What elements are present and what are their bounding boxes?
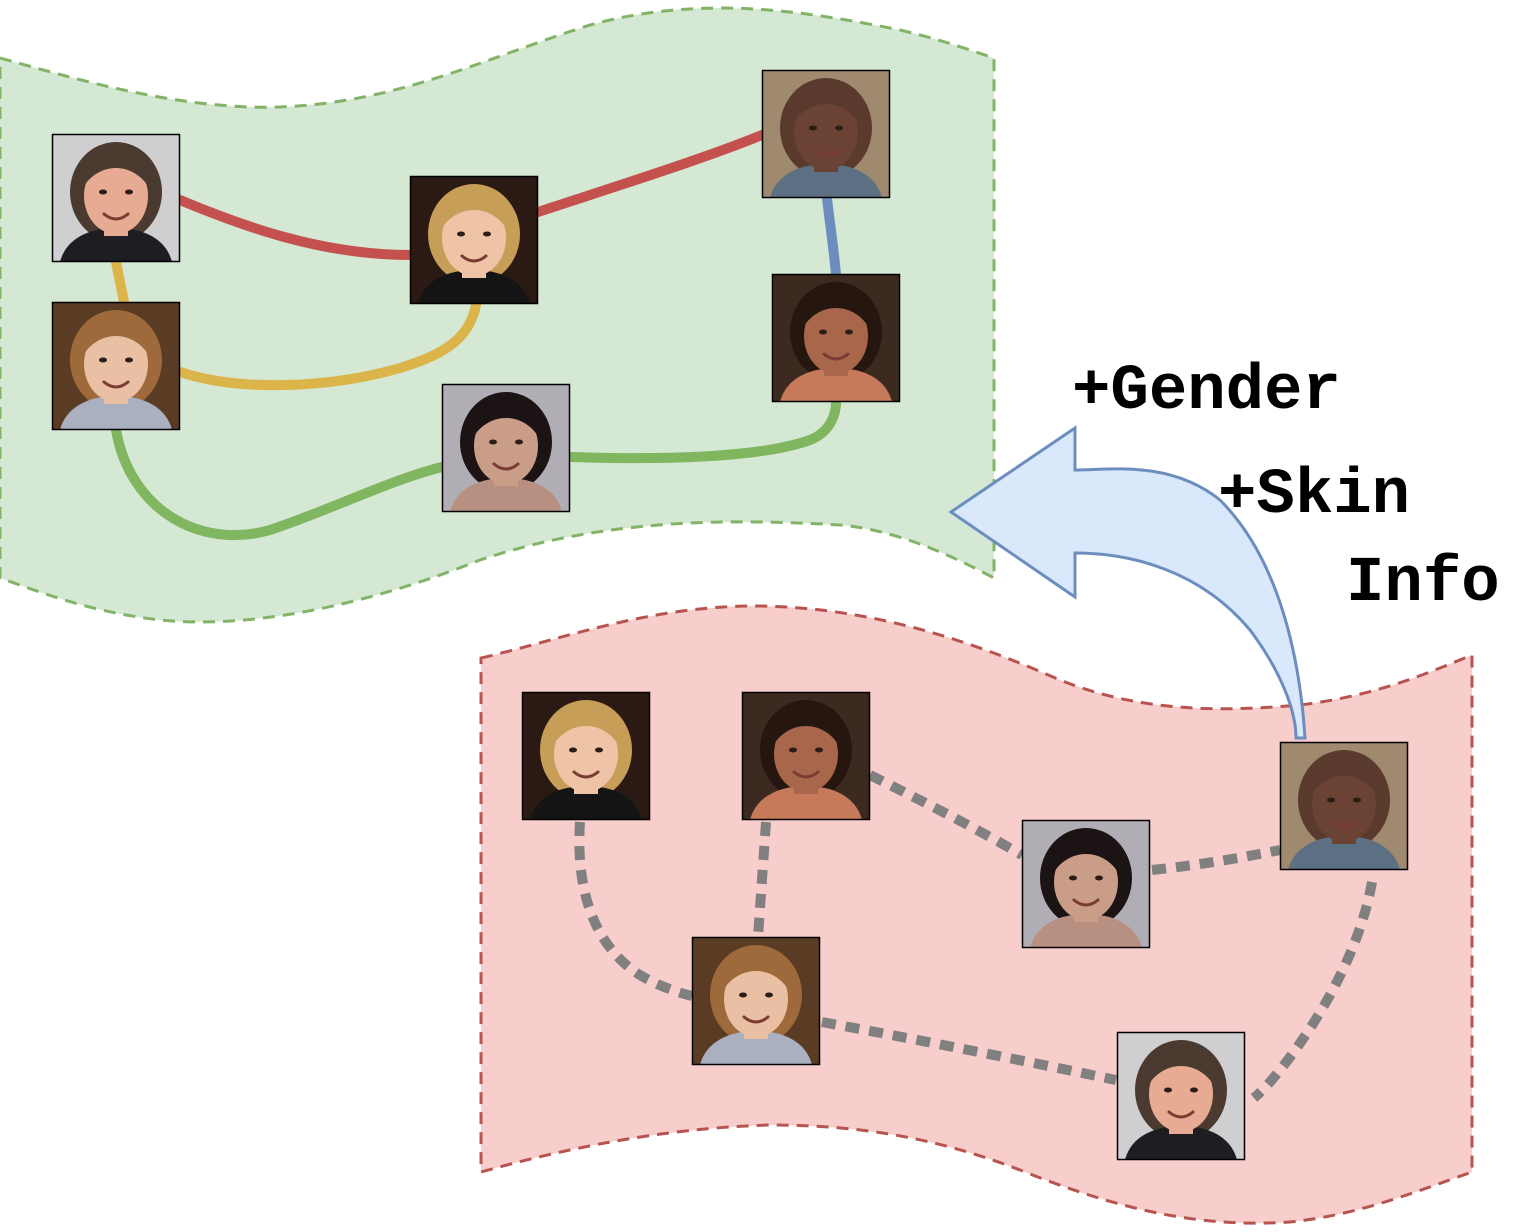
face-photo-smiling-dark-haired-woman: [771, 273, 901, 403]
edge-dotted-smiling-darkhair: [867, 770, 1025, 860]
edge-yellow-curly-boy: [175, 300, 481, 391]
face-photo-bald-smiling-man: [761, 69, 891, 199]
face-photo-smiling-dark-haired-woman: [741, 691, 871, 821]
face-photo-woman-with-long-dark-hair: [441, 383, 571, 513]
gender-annotation: +Gender: [1072, 356, 1341, 428]
face-photo-blonde-boy-in-bowtie: [409, 175, 539, 305]
edge-dotted-smiling-curly: [753, 821, 771, 938]
edge-green-curly-darkhair: [111, 425, 447, 541]
edge-red-boy-bald: [533, 130, 767, 217]
face-photo-bald-smiling-man: [1279, 741, 1409, 871]
edge-blue-bald-smiling: [822, 193, 841, 280]
edge-dotted-boy-curly: [574, 821, 694, 1001]
face-photo-curly-haired-woman: [691, 936, 821, 1066]
upper-embedding-panel: [0, 6, 996, 624]
edge-red-man-boy: [175, 195, 415, 260]
face-photo-heavyset-man-in-suit: [1116, 1031, 1246, 1161]
info-annotation: Info: [1346, 548, 1500, 620]
edge-green-darkhair-smiling: [566, 397, 841, 464]
edge-yellow-man-curly: [111, 257, 129, 307]
skin-annotation: +Skin: [1218, 460, 1411, 532]
face-photo-curly-haired-woman: [51, 301, 181, 431]
edge-dotted-bald-man: [1250, 881, 1377, 1102]
face-photo-blonde-boy-in-bowtie: [521, 691, 651, 821]
curved-transfer-arrow: [948, 425, 1307, 740]
edge-dotted-curly-man: [821, 1017, 1118, 1085]
face-photo-woman-with-long-dark-hair: [1021, 819, 1151, 949]
face-photo-heavyset-man-in-suit: [51, 133, 181, 263]
